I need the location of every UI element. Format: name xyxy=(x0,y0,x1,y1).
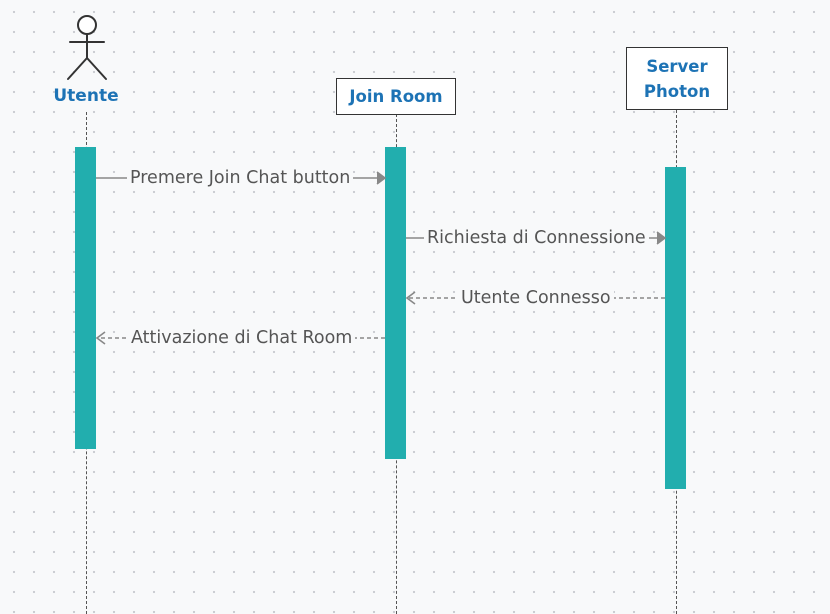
activation-server-photon xyxy=(665,167,686,489)
activation-join-room xyxy=(385,147,406,459)
message-label-2: Richiesta di Connessione xyxy=(424,227,649,249)
participant-server-photon: Server Photon xyxy=(626,47,728,110)
message-label-1: Premere Join Chat button xyxy=(127,167,354,189)
actor-stick-figure-icon xyxy=(67,15,107,80)
actor-utente-label: Utente xyxy=(53,86,119,106)
message-label-3: Utente Connesso xyxy=(458,287,614,309)
message-arrowhead-2 xyxy=(656,231,667,245)
activation-utente xyxy=(75,147,96,449)
message-arrowhead-1 xyxy=(376,171,387,185)
message-label-4: Attivazione di Chat Room xyxy=(128,327,356,349)
message-arrowhead-4 xyxy=(95,331,106,345)
message-arrowhead-3 xyxy=(405,291,416,305)
participant-server-photon-label: Server Photon xyxy=(643,56,711,101)
participant-join-room-label: Join Room xyxy=(349,87,443,106)
participant-join-room: Join Room xyxy=(336,78,456,115)
